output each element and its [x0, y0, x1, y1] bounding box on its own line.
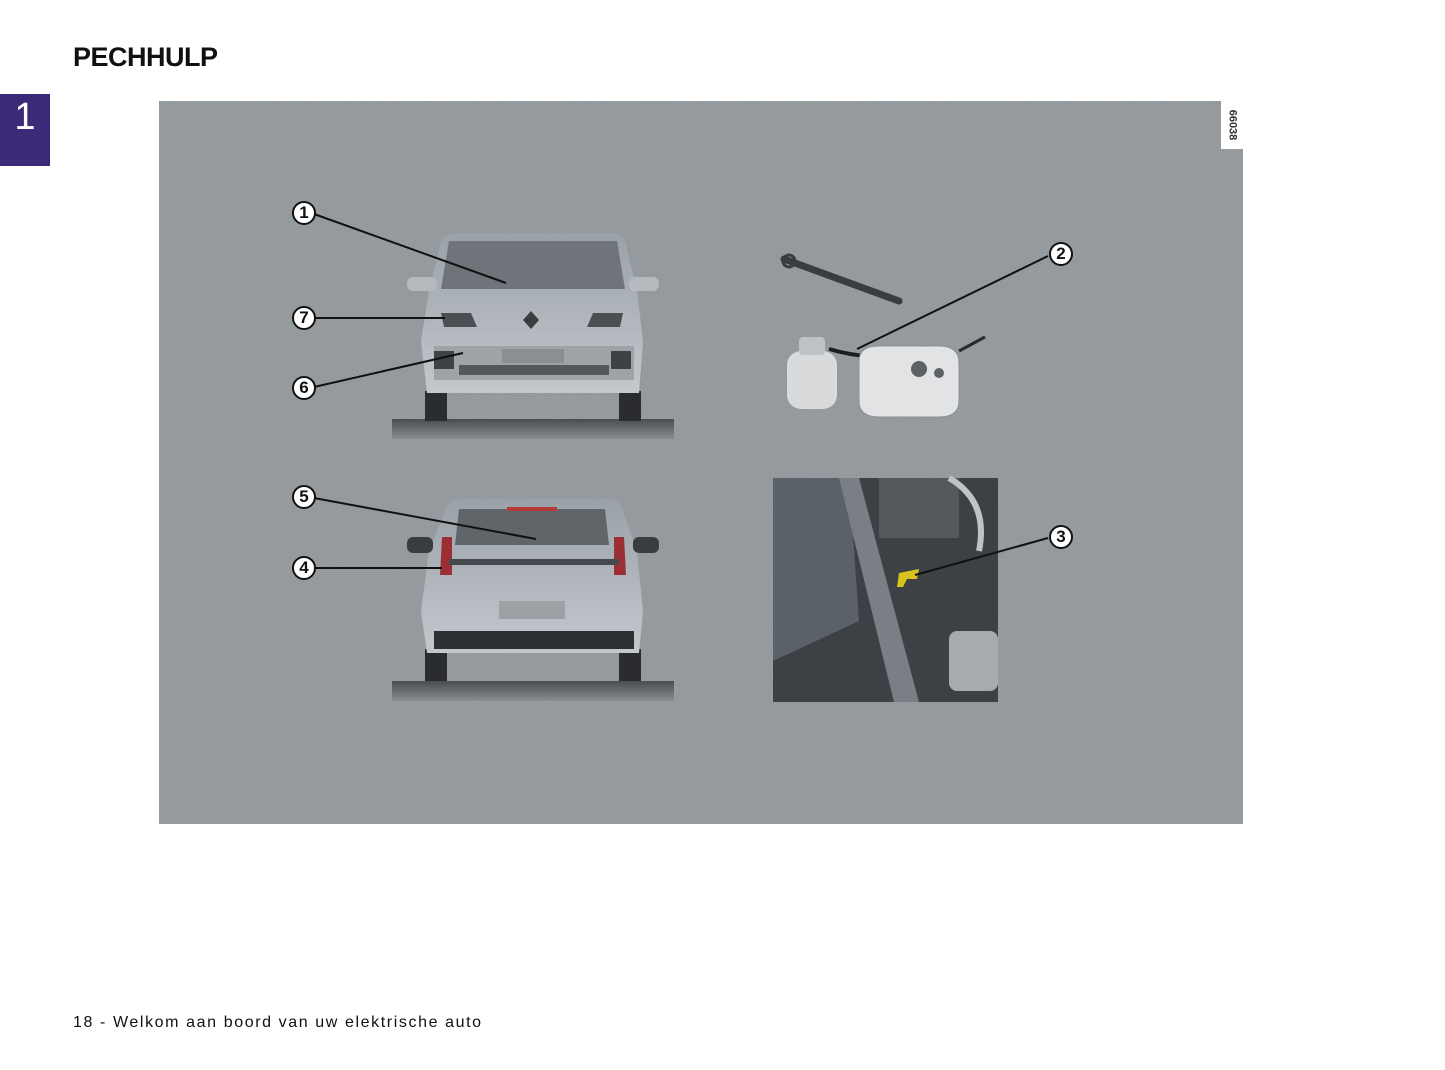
callout-1: 1 [292, 201, 316, 225]
callout-4: 4 [292, 556, 316, 580]
interior-photo [773, 475, 998, 702]
page-footer: 18 - Welkom aan boord van uw elektrische… [73, 1014, 483, 1031]
tyre-repair-kit-illustration [780, 253, 986, 418]
callout-6: 6 [292, 376, 316, 400]
callout-7: 7 [292, 306, 316, 330]
chapter-tab: 1 [0, 94, 50, 166]
callout-leader-lines [313, 213, 1049, 576]
figure-reference-label: 66038 [1221, 101, 1243, 149]
rear-car-illustration [392, 499, 674, 701]
page-title: PECHHULP [73, 42, 218, 72]
callout-5: 5 [292, 485, 316, 509]
illustration-artwork [159, 101, 1243, 824]
illustration-figure: 66038 1 2 3 4 5 6 7 [159, 101, 1243, 824]
callout-2: 2 [1049, 242, 1073, 266]
callout-3: 3 [1049, 525, 1073, 549]
